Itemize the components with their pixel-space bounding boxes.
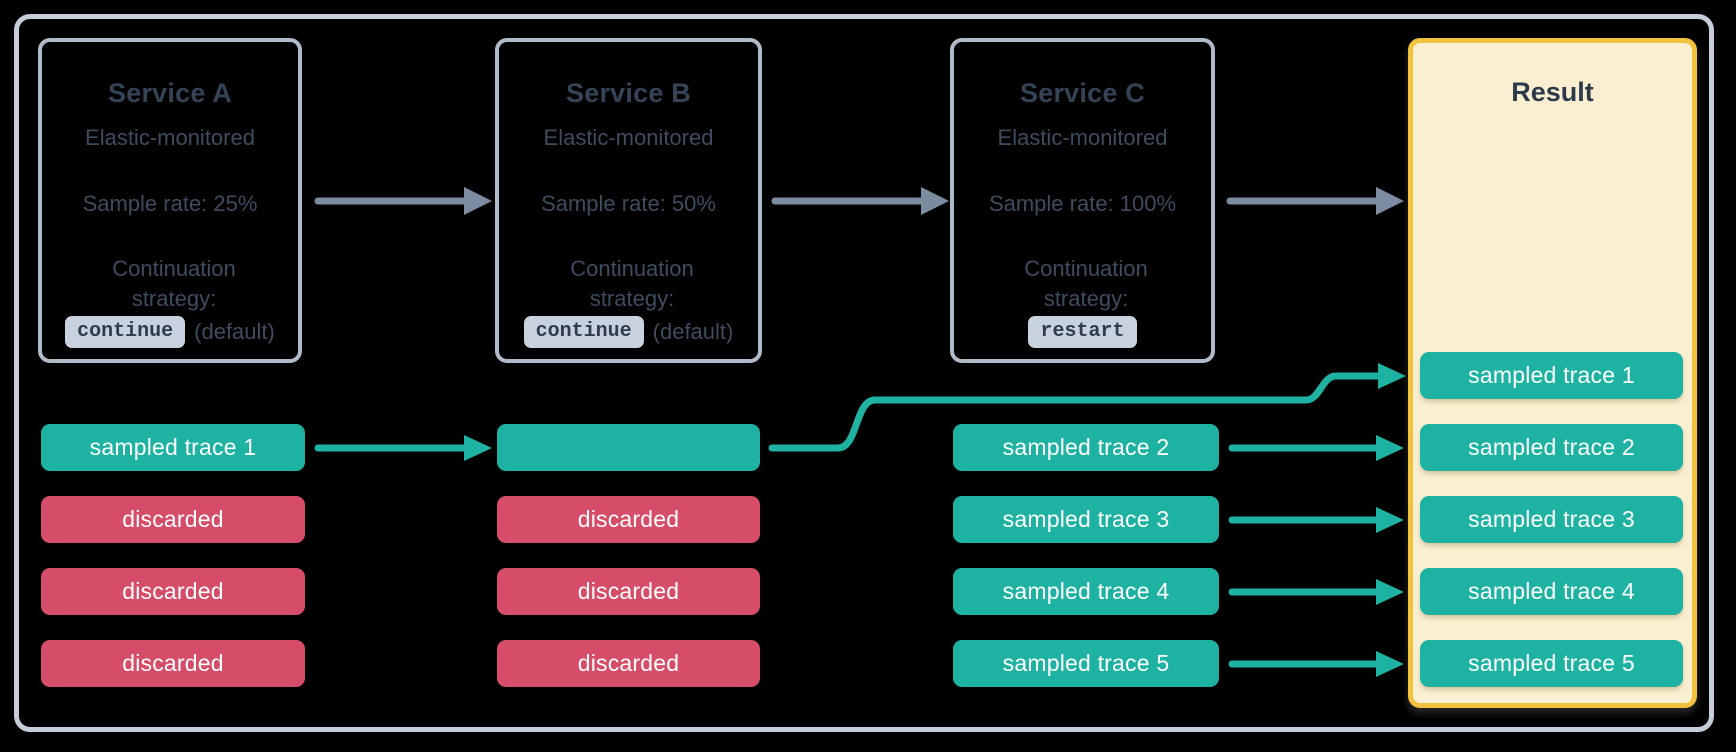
service-a-monitoring: Elastic-monitored <box>85 125 255 150</box>
service-a-strategy-label: Continuation strategy: <box>112 256 236 311</box>
lane-a-pill-sampled-trace-1: sampled trace 1 <box>41 424 305 471</box>
result-pill-sampled-trace-5: sampled trace 5 <box>1420 640 1683 687</box>
result-title: Result <box>1511 77 1594 107</box>
service-a-strategy-row: continue (default) <box>42 315 298 349</box>
service-c-strategy-row: restart <box>954 315 1211 349</box>
lane-b-pill-discarded-1: discarded <box>497 496 760 543</box>
service-c-monitoring: Elastic-monitored <box>997 125 1168 150</box>
service-b-sample-rate: Sample rate: 50% <box>541 191 716 216</box>
lane-c-pill-sampled-trace-5: sampled trace 5 <box>953 640 1219 687</box>
service-b-strategy-note: (default) <box>652 319 734 344</box>
service-b-title: Service B <box>566 78 691 108</box>
service-a-box: Service A Elastic-monitored Sample rate:… <box>38 38 302 363</box>
lane-a-pill-discarded-3: discarded <box>41 640 305 687</box>
result-pill-sampled-trace-1: sampled trace 1 <box>1420 352 1683 399</box>
service-b-strategy-row: continue (default) <box>499 315 758 349</box>
service-b-strategy-label: Continuation strategy: <box>570 256 694 311</box>
service-c-title: Service C <box>1020 78 1145 108</box>
service-b-monitoring: Elastic-monitored <box>543 125 714 150</box>
service-a-sample-rate: Sample rate: 25% <box>82 191 258 216</box>
lane-a-pill-discarded-2: discarded <box>41 568 305 615</box>
service-c-box: Service C Elastic-monitored Sample rate:… <box>950 38 1215 363</box>
lane-b-pill-discarded-2: discarded <box>497 568 760 615</box>
lane-a-pill-discarded-1: discarded <box>41 496 305 543</box>
result-pill-sampled-trace-3: sampled trace 3 <box>1420 496 1683 543</box>
service-a-strategy-chip: continue <box>65 316 186 348</box>
lane-b-pill-sampled-empty <box>497 424 760 471</box>
lane-c-pill-sampled-trace-4: sampled trace 4 <box>953 568 1219 615</box>
service-a-title: Service A <box>108 78 232 108</box>
service-a-strategy-note: (default) <box>194 319 275 344</box>
service-c-sample-rate: Sample rate: 100% <box>988 191 1177 216</box>
result-pill-sampled-trace-4: sampled trace 4 <box>1420 568 1683 615</box>
diagram-outer-frame <box>14 14 1714 732</box>
result-pill-sampled-trace-2: sampled trace 2 <box>1420 424 1683 471</box>
service-c-strategy-chip: restart <box>1028 316 1137 348</box>
lane-c-pill-sampled-trace-2: sampled trace 2 <box>953 424 1219 471</box>
service-b-strategy-chip: continue <box>523 316 644 348</box>
lane-c-pill-sampled-trace-3: sampled trace 3 <box>953 496 1219 543</box>
service-c-strategy-label: Continuation strategy: <box>1024 256 1148 311</box>
service-b-box: Service B Elastic-monitored Sample rate:… <box>495 38 762 363</box>
lane-b-pill-discarded-3: discarded <box>497 640 760 687</box>
